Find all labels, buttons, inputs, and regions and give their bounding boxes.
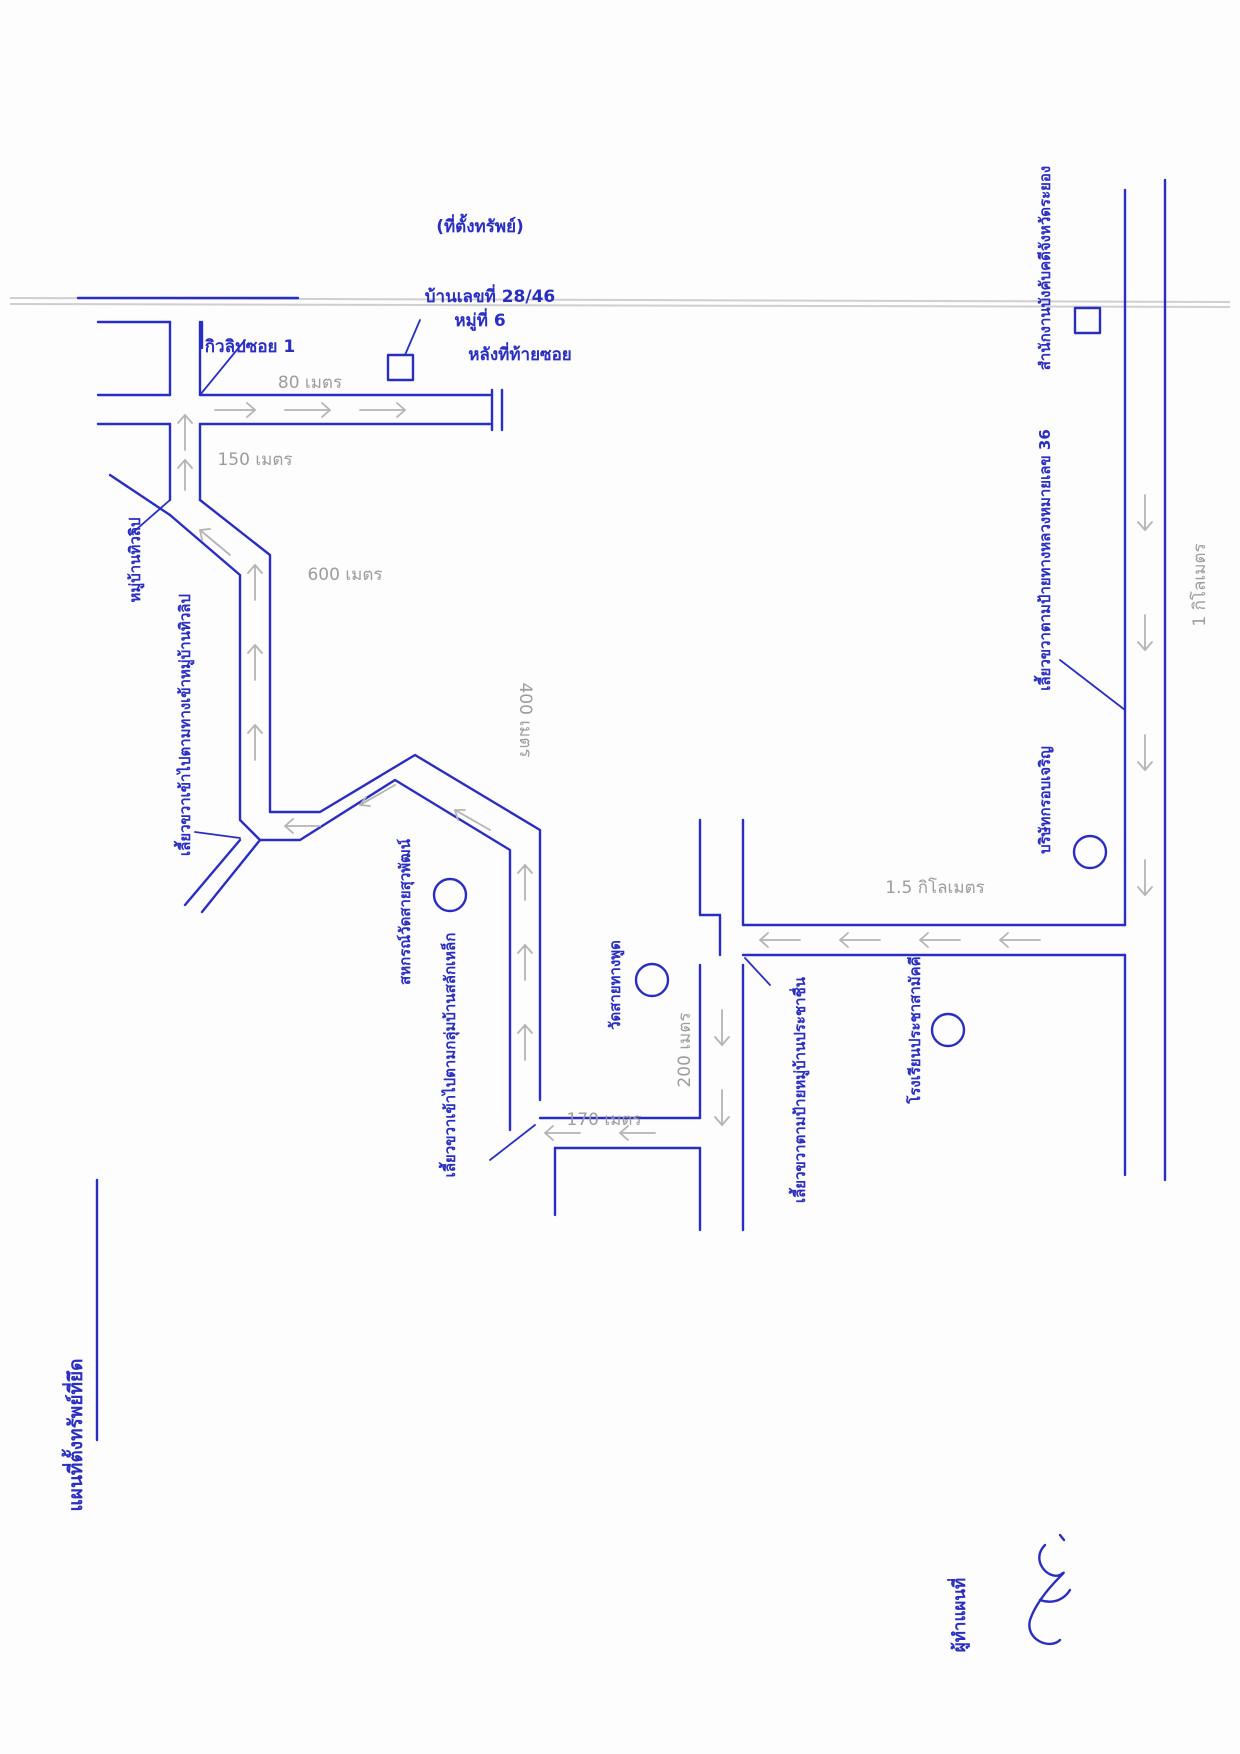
soi-road [198,388,504,432]
district-office-label: สำนักงานบังคับคดีจังหวัดระยอง [1036,166,1054,371]
dist-80-label: 80 เมตร [278,373,342,393]
map-title: แผนที่ตั้งทรัพย์ที่ยึด [61,1359,87,1512]
office-square-icon [1073,306,1102,335]
landmark-circle-icon [1072,834,1108,870]
dist-1km-group: 1 กิโลเมตร [1189,543,1210,626]
turn-right-road-label: เลี้ยวขวาตามป้ายทางหลวงหมายเลข 36 [1033,429,1054,691]
school-group: วัดสายทางพูด [606,940,625,1030]
turn-right-road-group: เลี้ยวขวาตามป้ายทางหลวงหมายเลข 36 [1033,429,1054,691]
arrow [214,402,256,418]
arrow [714,1009,730,1046]
map-title-text: แผนที่ตั้งทรัพย์ที่ยึด [61,1359,87,1512]
police-station-label: บริษัทกรอบเจริญ [1036,746,1054,854]
soi-label: กิวลิปซอย 1 [205,337,296,357]
horizontal-road-1-5km [698,818,1127,957]
arrow [247,644,263,681]
arrow [199,528,231,556]
arrow [619,1125,656,1141]
signature-mark [1028,1533,1072,1646]
district-office-group: สำนักงานบังคับคดีจังหวัดระยอง [1036,166,1054,371]
asset-marker-label: (ที่ตั้งทรัพย์) [436,213,524,237]
arrow [999,932,1041,948]
arrow [517,864,533,901]
landmark-circle-icon [634,962,670,998]
arrow [177,459,193,491]
arrow [359,784,396,807]
lower-connector-road [538,963,745,1232]
arrow [284,402,331,418]
arrow [247,564,263,601]
dist-170-label: 170 เมตร [566,1110,641,1130]
turn-right-village-label: เลี้ยวขวาเข้าไปตามทางเข้าหมู่บ้านทิวลิป [173,594,195,856]
pattaya-school-group: โรงเรียนประชาสามัคคี [905,956,924,1104]
direction-arrows [177,402,1153,1141]
arrow [714,1089,730,1126]
asset-moo-label: หมู่ที่ 6 [454,308,505,332]
dist-1km-label: 1 กิโลเมตร [1189,543,1210,626]
village-gate-group: หมู่บ้านทิวลิป [126,518,145,603]
dist-150-label: 150 เมตร [217,450,292,470]
top-road [76,296,300,426]
arrow [517,1024,533,1061]
school-label: วัดสายทางพูด [606,940,625,1030]
soi-link-road [168,422,202,502]
temple-school-group: สหกรณ์วัดสายสุวพัฒน์ [396,838,415,985]
signer-group: ผู้ทำแผนที่ [947,1578,971,1652]
temple-school-label: สหกรณ์วัดสายสุวพัฒน์ [396,838,415,985]
arrow [284,818,321,834]
dist-1-5km-label: 1.5 กิโลเมตร [885,877,984,898]
signer-label: ผู้ทำแผนที่ [947,1578,971,1652]
landmark-circle-icon [930,1012,966,1048]
arrow [517,944,533,981]
highway-36-road [1123,178,1167,1182]
leader-lines [129,319,1126,1161]
arrow [919,932,961,948]
arrow [759,932,801,948]
turn-right-group-group: เลี้ยวขวาเข้าไปตามกลุ่มบ้านสลักเหล็ก [438,933,460,1178]
scan-line [9,303,1231,308]
arrow [1137,859,1153,896]
arrow [454,809,491,831]
dist-200-group: 200 เมตร [675,1012,695,1087]
arrow [839,932,881,948]
turn-right-sign-group: เลี้ยวขวาตามป้ายหมู่บ้านประชาชื่น [788,976,810,1203]
arrow [247,724,263,761]
dist-600-label: 600 เมตร [307,565,382,585]
arrow [177,414,193,451]
turn-right-group-label: เลี้ยวขวาเข้าไปตามกลุ่มบ้านสลักเหล็ก [438,933,460,1178]
arrow [1137,614,1153,651]
arrow [359,402,406,418]
turn-right-sign-label: เลี้ยวขวาตามป้ายหมู่บ้านประชาชื่น [788,976,810,1203]
turn-right-village-group: เลี้ยวขวาเข้าไปตามทางเข้าหมู่บ้านทิวลิป [173,594,195,856]
landmark-circle-icon [432,877,468,913]
pattaya-school-label: โรงเรียนประชาสามัคคี [905,956,924,1104]
asset-location-label: หลังที่ท้ายซอย [468,342,572,365]
dist-400-label: 400 เมตร [515,682,535,757]
dist-400-group: 400 เมตร [515,682,535,757]
dist-200-label: 200 เมตร [675,1012,695,1087]
village-gate-label: หมู่บ้านทิวลิป [126,518,145,603]
asset-address-label: บ้านเลขที่ 28/46 [425,284,555,307]
main-route-road [108,473,542,1132]
arrow [1137,494,1153,531]
arrow [544,1125,581,1141]
house-square-icon [386,353,415,382]
police-station-group: บริษัทกรอบเจริญ [1036,746,1054,854]
arrow [1137,734,1153,771]
